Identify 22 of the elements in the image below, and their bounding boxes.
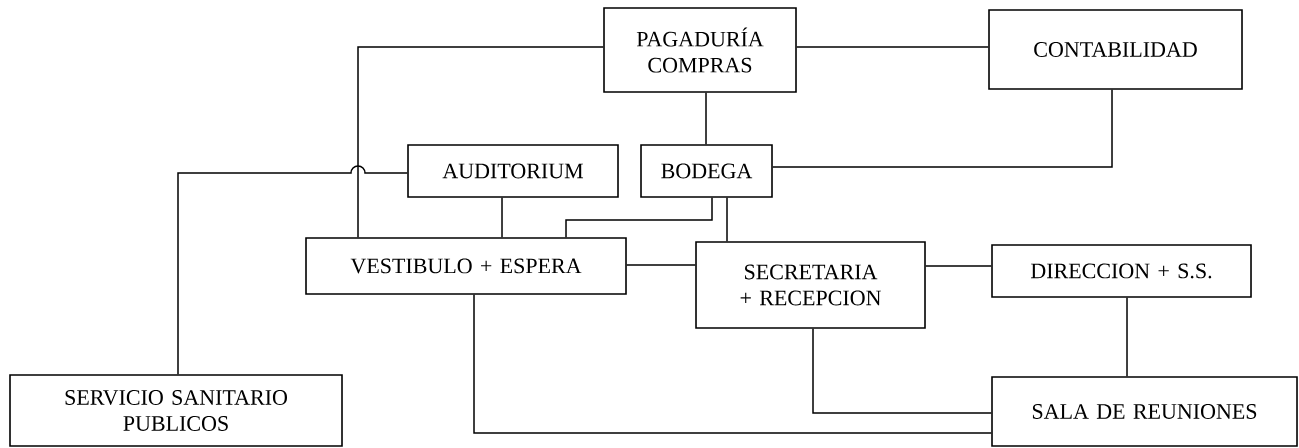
connector-line — [357, 46, 604, 238]
room-box: SECRETARIA + RECEPCION — [695, 241, 926, 329]
room-box: BODEGA — [640, 144, 773, 198]
room-box: CONTABILIDAD — [988, 9, 1243, 90]
connector-line — [796, 46, 989, 48]
connector-line — [812, 328, 992, 414]
connector-line — [726, 197, 728, 242]
room-box: PAGADURÍA COMPRAS — [603, 7, 797, 93]
connector-line — [565, 197, 713, 238]
room-box: DIRECCION + S.S. — [991, 244, 1252, 298]
connector-line — [1126, 297, 1128, 377]
connector-line — [772, 89, 1113, 168]
connector-line — [177, 165, 408, 375]
connector-line — [925, 265, 992, 267]
connector-line — [705, 92, 707, 145]
connector-line — [626, 264, 696, 266]
connector-line — [473, 294, 992, 434]
room-box: AUDITORIUM — [407, 144, 619, 198]
room-box: SALA DE REUNIONES — [991, 376, 1298, 447]
connector-line — [501, 197, 503, 238]
room-box: SERVICIO SANITARIO PUBLICOS — [9, 374, 343, 447]
room-box: VESTIBULO + ESPERA — [305, 237, 627, 295]
